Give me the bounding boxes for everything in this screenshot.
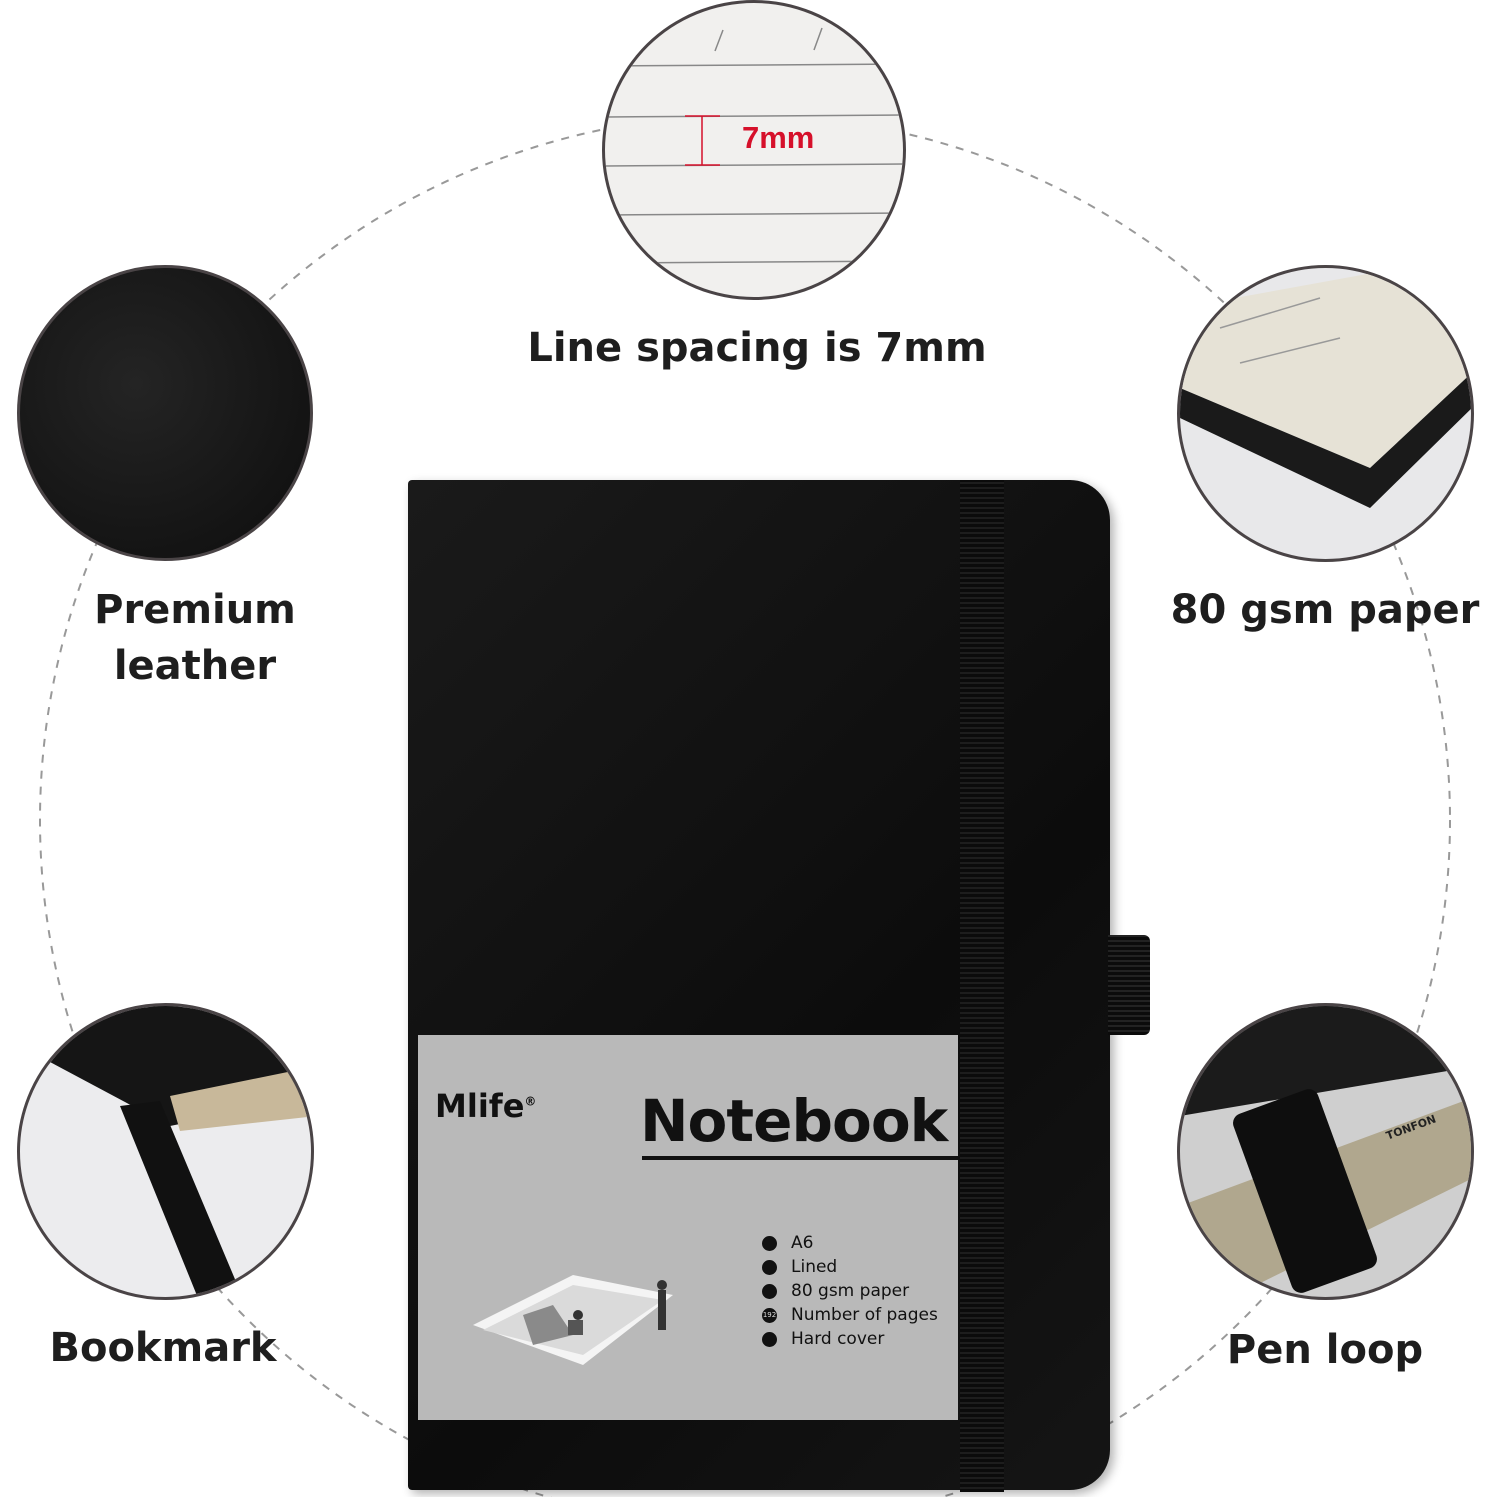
pen-loop-detail-circle: TONFON <box>1177 1003 1474 1300</box>
line-spacing-detail-circle: 7mm <box>602 0 906 300</box>
pen-loop <box>1108 935 1150 1035</box>
measure-label: 7mm <box>742 120 815 155</box>
hard-cover-icon <box>762 1331 777 1347</box>
bookmark-detail-circle <box>17 1003 314 1300</box>
bookmark-label: Bookmark <box>49 1325 277 1371</box>
leather-label-line1: Premium <box>94 587 296 633</box>
brand-name: Mlife <box>435 1087 525 1125</box>
spec-text: Number of pages <box>791 1305 938 1325</box>
spec-text: A6 <box>791 1233 814 1253</box>
elastic-closure-band <box>960 480 1004 1492</box>
spec-item-pages: 192 Number of pages <box>762 1305 938 1325</box>
paper-icon <box>762 1283 777 1299</box>
paper-label: 80 gsm paper <box>1170 587 1480 633</box>
leather-label-line2: leather <box>113 643 277 689</box>
spec-item-hard-cover: Hard cover <box>762 1329 884 1349</box>
pages-count-icon: 192 <box>762 1307 777 1323</box>
paper-edge-illustration <box>1180 268 1471 508</box>
bookmark-ribbon-illustration <box>20 1006 311 1297</box>
spec-item-paper: 80 gsm paper <box>762 1281 909 1301</box>
lines-icon <box>762 1259 777 1275</box>
spec-text: Hard cover <box>791 1329 885 1349</box>
spec-item-lined: Lined <box>762 1257 837 1277</box>
spec-item-a6: A6 <box>762 1233 813 1253</box>
open-book-illustration <box>473 1275 673 1365</box>
line-spacing-label: Line spacing is 7mm <box>527 325 987 371</box>
spec-text: Lined <box>791 1257 838 1277</box>
registered-mark: ® <box>524 1094 537 1109</box>
pen-loop-label: Pen loop <box>1226 1327 1424 1373</box>
cover-paper-band: Mlife® Notebook A6 Lined 80 gsm paper 19… <box>418 1035 958 1420</box>
notebook-icon <box>762 1235 777 1251</box>
paper-detail-circle <box>1177 265 1474 562</box>
brand-logo: Mlife® <box>435 1087 536 1125</box>
title-underline <box>642 1156 958 1160</box>
notebook-title: Notebook <box>640 1087 948 1155</box>
spec-text: 80 gsm paper <box>791 1281 910 1301</box>
pen-loop-illustration <box>1180 1006 1471 1297</box>
leather-label: Premium leather <box>45 582 345 694</box>
leather-detail-circle <box>17 265 313 561</box>
